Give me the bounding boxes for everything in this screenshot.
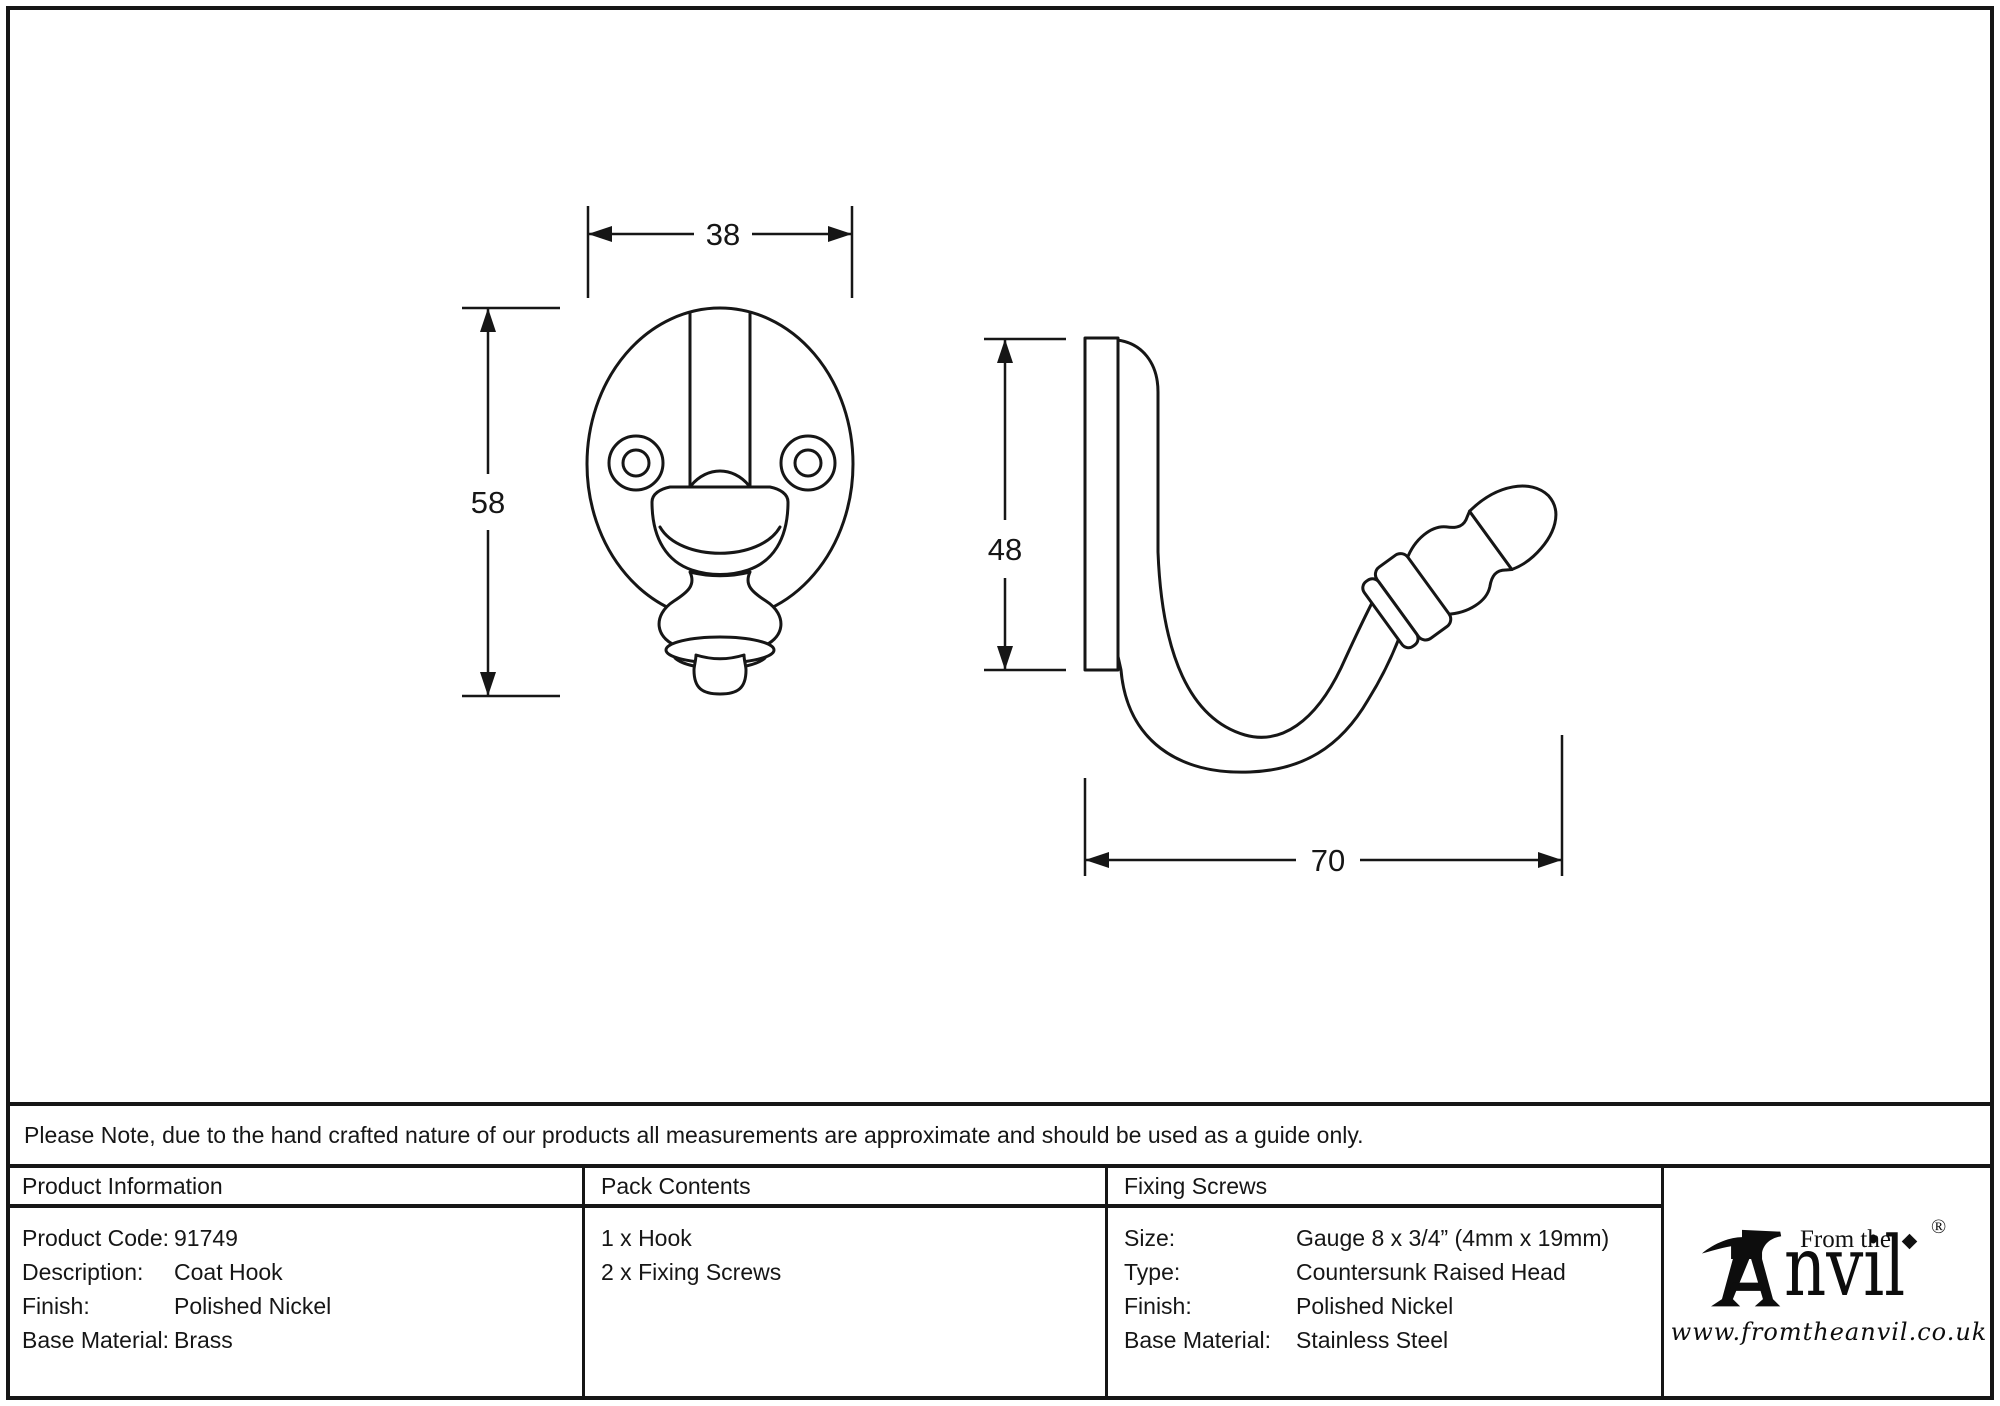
product-information-content: Product Code: 91749 Description: Coat Ho… [6,1208,585,1400]
fixing-screws-header-label: Fixing Screws [1124,1172,1268,1199]
row-value: Gauge 8 x 3/4” (4mm x 19mm) [1296,1225,1610,1251]
row-value: Polished Nickel [174,1293,332,1319]
finial-tip-front [692,653,748,696]
pack-contents-header: Pack Contents [585,1168,1108,1208]
row-value: Coat Hook [174,1259,283,1285]
row-label: Finish: [22,1293,90,1319]
dimension-labels: 38 58 48 70 [471,217,1345,878]
logo-brand-suffix: nvil [1784,1220,1906,1315]
row-label: Base Material: [1124,1327,1272,1353]
hook-shaft-front [688,311,752,500]
finial-side [1361,484,1558,650]
front-width-dimension: 38 [706,217,740,252]
row-label: Description: [22,1259,144,1285]
table-row: Base Material: Stainless Steel [1124,1323,1651,1357]
hook-curve-side [1115,338,1403,774]
hook-collar-front [650,485,790,576]
anvil-icon [1701,1229,1782,1307]
front-height-dimension: 58 [471,485,505,520]
technical-drawing: 38 58 48 70 [462,206,1564,878]
side-height-dimension: 48 [988,532,1022,567]
table-row: Description: Coat Hook [22,1255,572,1289]
row-value: Stainless Steel [1296,1327,1449,1353]
table-row: Finish: Polished Nickel [1124,1289,1651,1323]
dim-38-extension-lines [586,206,854,298]
row-label: Finish: [1124,1293,1192,1319]
dim-48-extension-lines [984,337,1066,672]
table-row: Finish: Polished Nickel [22,1289,572,1323]
pack-contents-header-label: Pack Contents [601,1172,751,1199]
fixing-screws-header: Fixing Screws [1108,1168,1664,1208]
row-value: 91749 [174,1225,238,1251]
row-value: Countersunk Raised Head [1296,1259,1566,1285]
from-the-anvil-logo: From the nvil ® [1700,1216,1958,1315]
product-information-header: Product Information [6,1168,585,1208]
logo-website: www.fromtheanvil.co.uk [1670,1318,1988,1346]
table-row: Size: Gauge 8 x 3/4” (4mm x 19mm) [1124,1221,1651,1255]
list-item: 2 x Fixing Screws [601,1259,782,1285]
registered-trademark-icon: ® [1931,1216,1947,1238]
row-label: Type: [1124,1259,1181,1285]
row-value: Polished Nickel [1296,1293,1454,1319]
table-row: Type: Countersunk Raised Head [1124,1255,1651,1289]
backplate-side [1083,336,1120,672]
row-label: Product Code: [22,1225,170,1251]
side-projection-dimension: 70 [1311,843,1345,878]
finial-acorn-side [1468,484,1558,571]
row-value: Brass [174,1327,233,1353]
front-view [585,306,855,696]
logo-prefix: From the [1800,1226,1891,1253]
table-row: Base Material: Brass [22,1323,572,1357]
product-information-header-label: Product Information [22,1172,223,1199]
table-row: Product Code: 91749 [22,1221,572,1255]
product-info-table: Product Information Pack Contents Fixing… [6,1168,1994,1400]
side-view [1083,336,1558,774]
screw-hole-left-inner-icon [621,448,651,478]
row-label: Size: [1124,1225,1176,1251]
hook-collar-front-inner-line [658,525,782,555]
row-label: Base Material: [22,1327,170,1353]
measurement-note: Please Note, due to the hand crafted nat… [6,1102,1994,1168]
brand-logo-cell: From the nvil ® www.fromtheanvil.co.uk [1664,1168,1994,1400]
measurement-note-text: Please Note, due to the hand crafted nat… [24,1121,1364,1148]
finial-collar-narrow-side [1361,577,1420,650]
list-item: 1 x Hook [601,1225,692,1251]
pack-contents-content: 1 x Hook 2 x Fixing Screws [585,1208,1108,1400]
screw-hole-right-inner-icon [793,448,823,478]
dimension-annotations [462,206,1564,876]
dim-58-extension-lines [462,306,560,698]
fixing-screws-content: Size: Gauge 8 x 3/4” (4mm x 19mm) Type: … [1108,1208,1664,1400]
